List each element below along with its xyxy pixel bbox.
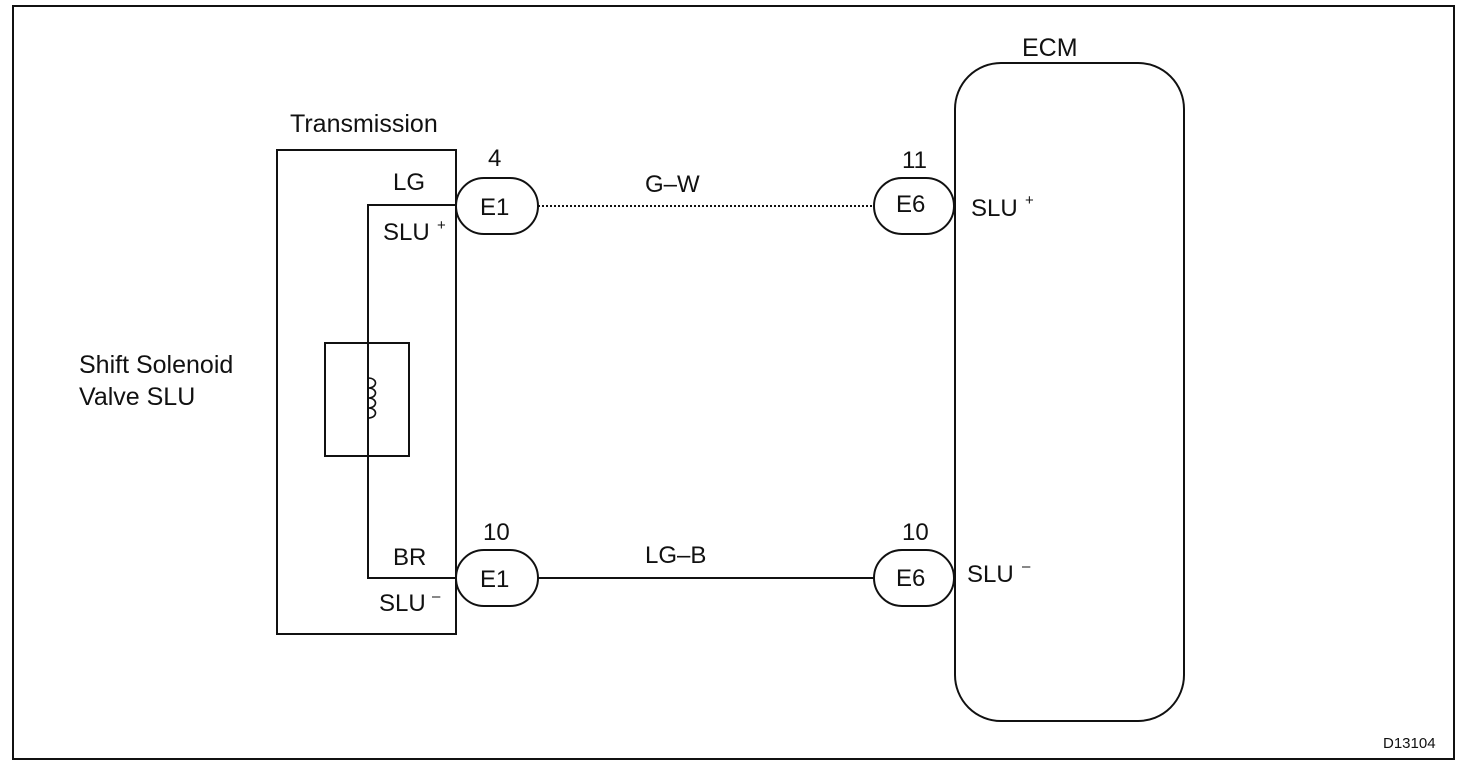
transmission-title: Transmission	[290, 110, 438, 138]
ecm-box	[954, 62, 1185, 722]
ecm-pin-number-bottom: 10	[902, 519, 929, 546]
connector-e1-top	[455, 177, 539, 235]
trans-pin-color-top: LG	[393, 169, 425, 196]
figure-id: D13104	[1383, 735, 1436, 752]
connector-e6-top-label: E6	[896, 191, 925, 218]
trans-pin-number-bottom: 10	[483, 519, 510, 546]
ecm-pin-number-top: 11	[902, 147, 927, 174]
trans-signal-top: SLU	[383, 219, 430, 246]
ecm-signal-bottom: SLU	[967, 561, 1014, 588]
trans-pin-color-bottom: BR	[393, 544, 426, 571]
transmission-box	[276, 149, 457, 635]
diagram-border	[12, 5, 1455, 760]
trans-signal-bottom-sign: –	[432, 588, 441, 605]
connector-e1-bottom	[455, 549, 539, 607]
ecm-signal-bottom-sign: –	[1022, 558, 1031, 575]
trans-pin-number-top: 4	[488, 145, 501, 172]
coil-icon	[367, 377, 377, 419]
ecm-signal-top: SLU	[971, 195, 1018, 222]
solenoid-label-line2: Valve SLU	[79, 383, 195, 411]
ecm-signal-top-sign: +	[1025, 192, 1034, 209]
solenoid-label-line1: Shift Solenoid	[79, 351, 233, 379]
trans-signal-bottom: SLU	[379, 590, 426, 617]
trans-signal-top-sign: +	[437, 217, 446, 234]
solenoid-body	[324, 342, 410, 457]
connector-e1-top-label: E1	[480, 194, 509, 221]
solenoid-wire	[367, 204, 456, 579]
connector-e1-bottom-label: E1	[480, 566, 509, 593]
wire-color-top: G–W	[645, 171, 700, 198]
wire-color-bottom: LG–B	[645, 542, 706, 569]
connector-e6-bottom-label: E6	[896, 565, 925, 592]
ecm-title: ECM	[1022, 34, 1078, 62]
